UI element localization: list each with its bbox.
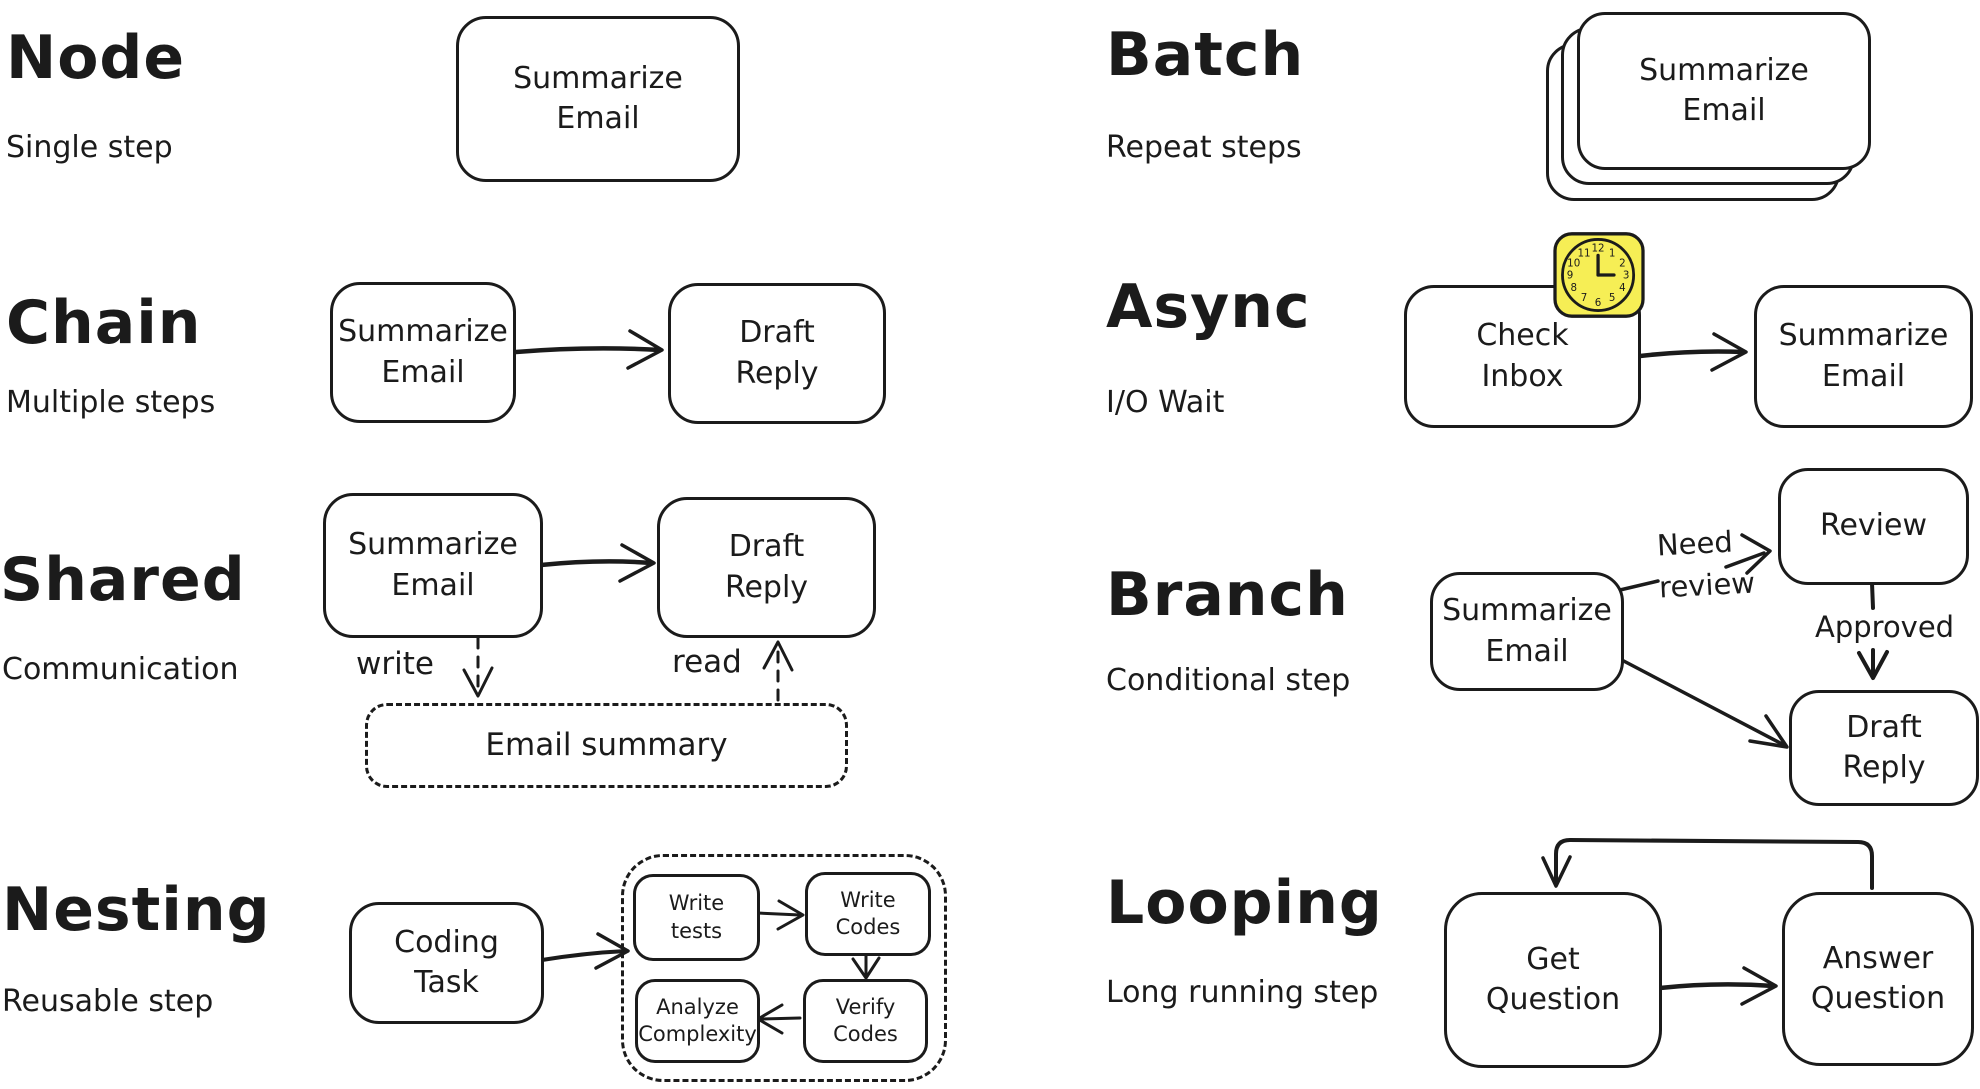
async-subtitle: I/O Wait — [1106, 385, 1225, 420]
shared-read-label: read — [672, 644, 742, 680]
node-subtitle: Single step — [6, 130, 173, 165]
svg-text:4: 4 — [1619, 282, 1626, 294]
svg-text:9: 9 — [1567, 270, 1574, 282]
nesting-box-analyze-complexity: Analyze Complexity — [635, 979, 760, 1063]
svg-text:5: 5 — [1609, 292, 1616, 304]
svg-text:7: 7 — [1581, 292, 1588, 304]
svg-text:8: 8 — [1570, 282, 1577, 294]
nesting-subtitle: Reusable step — [2, 984, 214, 1019]
branch-title: Branch — [1106, 560, 1349, 630]
branch-direct-arrow — [1616, 656, 1789, 749]
chain-title: Chain — [6, 288, 202, 358]
nesting-box-coding-task: Coding Task — [349, 902, 544, 1024]
branch-box-draft-reply: Draft Reply — [1789, 690, 1979, 806]
shared-arrow — [538, 543, 656, 583]
branch-subtitle: Conditional step — [1106, 663, 1351, 698]
async-box-summarize-email: Summarize Email — [1754, 285, 1973, 428]
node-box-summarize-email: Summarize Email — [456, 16, 740, 182]
looping-subtitle: Long running step — [1106, 975, 1379, 1010]
nesting-box-verify-codes: Verify Codes — [803, 979, 928, 1063]
svg-text:6: 6 — [1595, 297, 1602, 309]
node-title: Node — [6, 23, 186, 93]
svg-text:2: 2 — [1619, 258, 1626, 270]
shared-read-arrow — [762, 640, 794, 702]
svg-text:11: 11 — [1577, 247, 1590, 259]
chain-arrow — [513, 329, 664, 370]
looping-loopback-arrow — [1541, 838, 1874, 890]
chain-subtitle: Multiple steps — [6, 385, 216, 420]
clock-hands — [1596, 253, 1616, 277]
svg-text:10: 10 — [1567, 258, 1580, 270]
looping-box-answer-question: Answer Question — [1782, 892, 1974, 1066]
async-title: Async — [1106, 272, 1311, 342]
nesting-container — [621, 854, 947, 1082]
nesting-arrow — [540, 932, 630, 970]
svg-text:1: 1 — [1609, 247, 1616, 259]
async-arrow — [1637, 332, 1748, 372]
svg-text:12: 12 — [1592, 243, 1605, 255]
clock-icon: 12 1 2 3 4 5 6 7 8 9 10 11 — [1552, 231, 1646, 319]
nesting-box-write-tests: Write tests — [633, 874, 760, 961]
batch-card-summarize-email: Summarize Email — [1577, 12, 1871, 170]
shared-title: Shared — [0, 545, 246, 615]
branch-approved-label: Approved — [1815, 610, 1955, 644]
branch-need-review-label: Need review — [1656, 524, 1756, 605]
shared-box-summarize-email: Summarize Email — [323, 493, 543, 638]
shared-store-email-summary: Email summary — [365, 703, 848, 788]
looping-title: Looping — [1106, 868, 1383, 938]
shared-subtitle: Communication — [2, 652, 239, 687]
shared-write-arrow — [462, 636, 494, 698]
batch-subtitle: Repeat steps — [1106, 130, 1302, 165]
chain-box-summarize-email: Summarize Email — [330, 282, 516, 423]
looping-box-get-question: Get Question — [1444, 892, 1662, 1068]
looping-arrow — [1657, 966, 1778, 1006]
clock-icon-svg: 12 1 2 3 4 5 6 7 8 9 10 11 — [1553, 232, 1645, 318]
shared-write-label: write — [356, 646, 434, 682]
branch-box-review: Review — [1778, 468, 1969, 585]
batch-title: Batch — [1106, 20, 1305, 90]
shared-box-draft-reply: Draft Reply — [657, 497, 876, 638]
svg-text:3: 3 — [1623, 270, 1630, 282]
branch-box-summarize-email: Summarize Email — [1430, 572, 1624, 691]
chain-box-draft-reply: Draft Reply — [668, 283, 886, 424]
nesting-box-write-codes: Write Codes — [805, 872, 931, 956]
nesting-title: Nesting — [2, 875, 271, 945]
